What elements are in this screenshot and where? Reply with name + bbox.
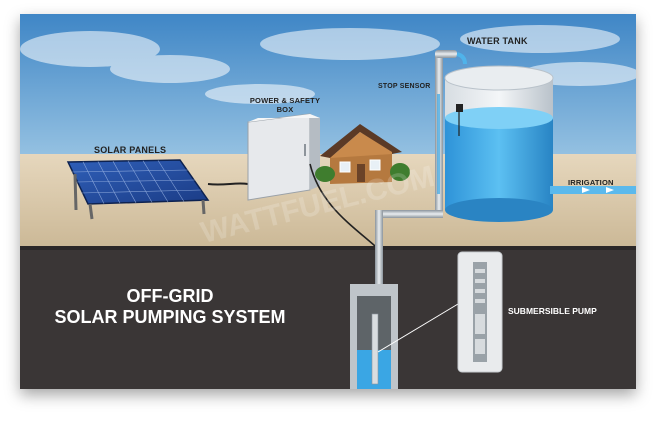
water-tank xyxy=(444,65,554,222)
title-line2: SOLAR PUMPING SYSTEM xyxy=(54,307,286,327)
clouds xyxy=(20,25,636,104)
underground xyxy=(20,246,636,389)
diagram-frame: WATTFUEL.COM WATER TANK STOP SENSOR POWE… xyxy=(20,14,636,389)
solar-panels xyxy=(66,159,210,220)
label-power-box-line1: POWER & SAFETY xyxy=(249,96,321,105)
title-line1: OFF-GRID xyxy=(126,286,214,306)
diagram-title: OFF-GRID SOLAR PUMPING SYSTEM xyxy=(40,286,300,328)
irrigation-pipe xyxy=(550,186,636,194)
label-irrigation: IRRIGATION xyxy=(568,178,614,187)
house xyxy=(315,124,410,184)
panel-cable xyxy=(207,182,249,186)
well xyxy=(350,284,398,389)
label-power-box: POWER & SAFETY BOX xyxy=(245,96,325,114)
label-power-box-line2: BOX xyxy=(276,105,294,114)
label-solar-panels: SOLAR PANELS xyxy=(94,145,167,155)
label-stop-sensor: STOP SENSOR xyxy=(378,83,431,90)
label-submersible-pump: SUBMERSIBLE PUMP xyxy=(508,306,597,316)
power-safety-box xyxy=(247,113,320,201)
pump-cable xyxy=(309,163,376,247)
label-water-tank: WATER TANK xyxy=(467,36,528,46)
pump-callout-line xyxy=(377,303,459,353)
scene: WATTFUEL.COM xyxy=(20,14,636,389)
pump-detail xyxy=(457,251,503,373)
